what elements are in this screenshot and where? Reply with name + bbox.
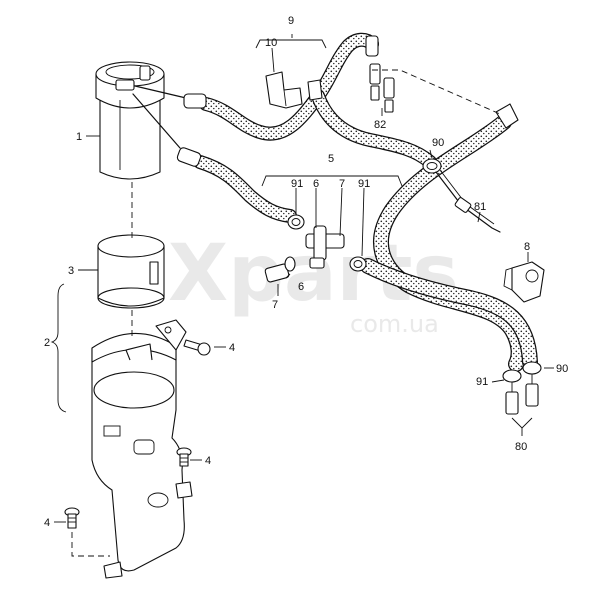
callout-3: 3 bbox=[68, 265, 74, 277]
callout-9: 9 bbox=[288, 15, 294, 27]
bolt-4-lower bbox=[64, 507, 80, 529]
callout-90-lower: 90 bbox=[556, 363, 568, 375]
callout-5: 5 bbox=[328, 153, 334, 165]
connectors-80 bbox=[502, 361, 542, 415]
clamp-91-right bbox=[349, 256, 367, 272]
callout-10: 10 bbox=[265, 37, 277, 49]
retaining-ring bbox=[97, 234, 165, 309]
callout-80: 80 bbox=[515, 441, 527, 453]
callout-4-lower: 4 bbox=[44, 517, 50, 529]
fuel-filter bbox=[95, 61, 165, 180]
connectors-82 bbox=[369, 63, 395, 113]
hose-clip bbox=[265, 71, 323, 109]
callout-8: 8 bbox=[524, 241, 530, 253]
callout-82: 82 bbox=[374, 119, 386, 131]
bolt-4-middle bbox=[176, 447, 192, 467]
bolt-4-upper bbox=[183, 339, 211, 356]
filter-holder bbox=[91, 319, 193, 579]
callout-7-bottom: 7 bbox=[272, 299, 278, 311]
callout-91-lower: 91 bbox=[476, 376, 488, 388]
callout-4-middle: 4 bbox=[205, 455, 211, 467]
callout-6-top: 6 bbox=[313, 178, 319, 190]
callout-91-right: 91 bbox=[358, 178, 370, 190]
tee-connector bbox=[305, 225, 345, 269]
callout-4-upper: 4 bbox=[229, 342, 235, 354]
watermark-domain: com.ua bbox=[350, 310, 439, 338]
clamp-90-upper bbox=[422, 158, 442, 174]
hose-holder-8 bbox=[503, 261, 545, 303]
callout-7-top: 7 bbox=[339, 178, 345, 190]
callout-1: 1 bbox=[76, 131, 82, 143]
pipe-81 bbox=[435, 171, 501, 233]
callout-81: 81 bbox=[474, 201, 486, 213]
callout-90-upper: 90 bbox=[432, 137, 444, 149]
callout-6-bottom: 6 bbox=[298, 281, 304, 293]
sensor-part-7 bbox=[264, 256, 296, 283]
callout-2: 2 bbox=[44, 337, 50, 349]
clamp-91-left bbox=[287, 214, 305, 230]
callout-91-left: 91 bbox=[291, 178, 303, 190]
